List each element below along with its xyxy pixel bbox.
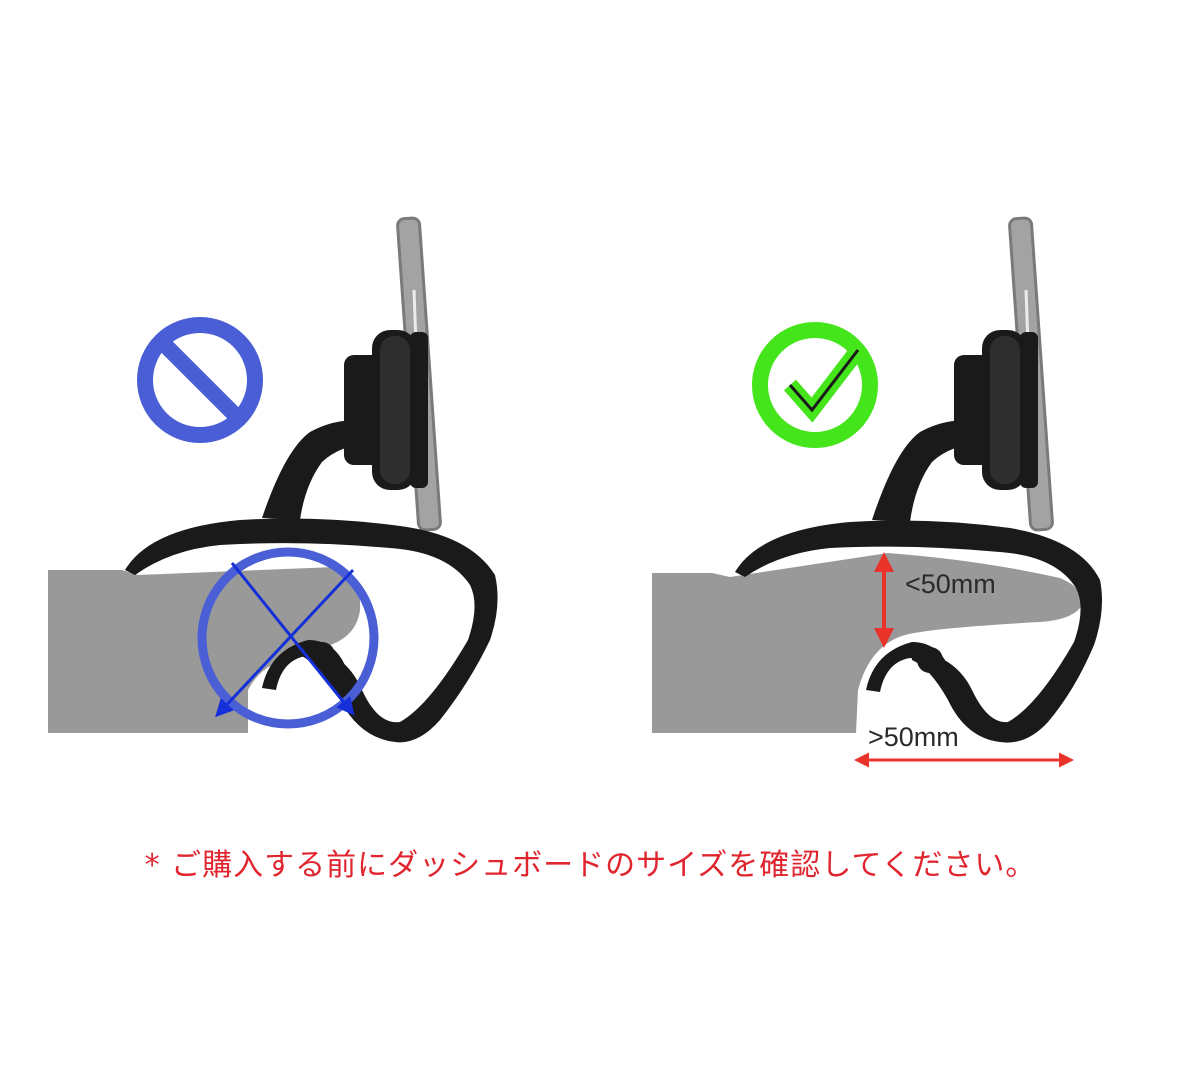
prohibited-icon	[137, 317, 263, 443]
depth-label: >50mm	[868, 722, 959, 752]
incorrect-panel	[48, 216, 498, 743]
height-label: <50mm	[905, 569, 996, 599]
checkmark-icon	[752, 322, 878, 448]
correct-panel: <50mm >50mm	[652, 216, 1102, 768]
purchase-notice: * ご購入する前にダッシュボードのサイズを確認してください。	[144, 848, 1037, 883]
magnet-head	[344, 330, 428, 490]
mount-clip	[125, 518, 498, 743]
magnet-head	[954, 330, 1038, 490]
dashboard-shape	[652, 553, 1082, 733]
mount-clip	[735, 520, 1102, 743]
cross-icon	[197, 547, 379, 729]
